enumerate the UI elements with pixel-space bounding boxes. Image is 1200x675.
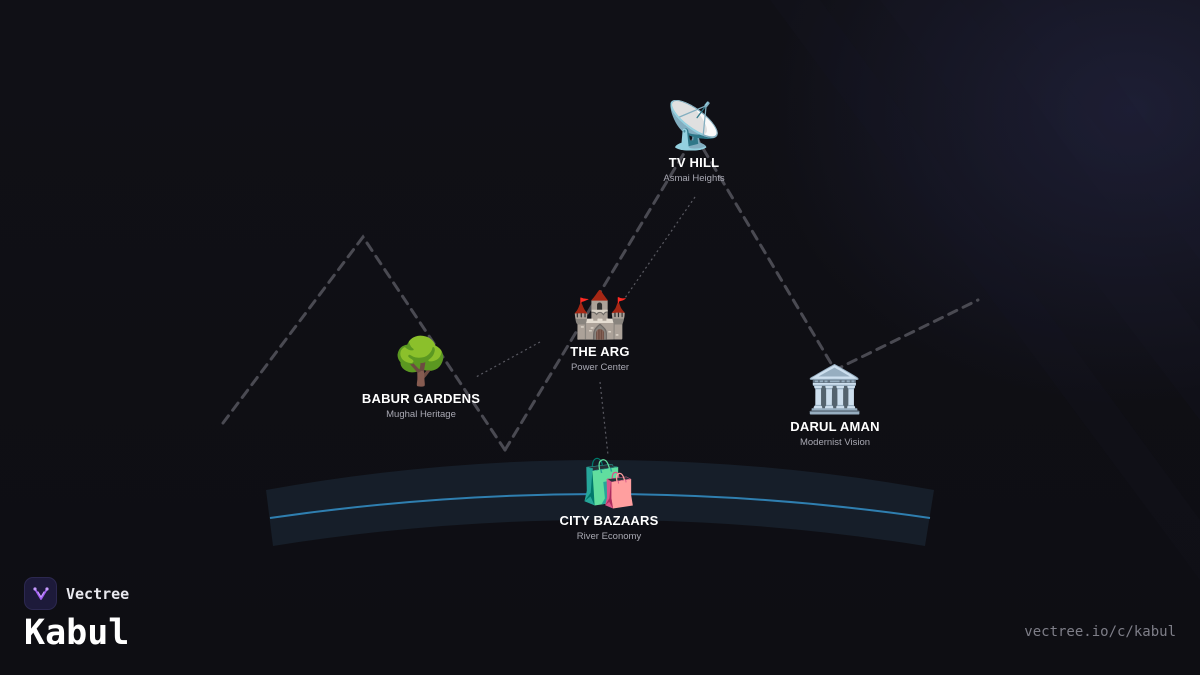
node-subtitle: Asmai Heights	[663, 173, 725, 184]
connector-the-arg-babur-gardens	[475, 341, 541, 378]
node-subtitle: Modernist Vision	[799, 437, 871, 448]
vectree-logo-icon[interactable]	[24, 577, 57, 610]
river-band	[266, 460, 934, 546]
satellite-dish-icon: 📡	[665, 98, 723, 152]
node-title: CITY BAZAARS	[559, 513, 659, 528]
node-title: DARUL AMAN	[790, 419, 880, 434]
connectors	[475, 196, 696, 456]
shopping-bags-icon: 🛍️	[580, 456, 638, 510]
connector-tv-hill-the-arg	[624, 196, 696, 299]
node-title: BABUR GARDENS	[361, 391, 481, 406]
node-babur-gardens[interactable]: 🌳 BABUR GARDENS Mughal Heritage	[321, 333, 521, 420]
node-the-arg[interactable]: 🏰 THE ARG Power Center	[500, 286, 700, 373]
connector-the-arg-city-bazaars	[599, 381, 609, 456]
page-title: Kabul	[24, 613, 130, 653]
node-subtitle: Power Center	[570, 362, 630, 373]
castle-icon: 🏰	[571, 287, 629, 341]
node-city-bazaars[interactable]: 🛍️ CITY BAZAARS River Economy	[509, 455, 709, 542]
node-tv-hill[interactable]: 📡 TV HILL Asmai Heights	[594, 97, 794, 184]
mountain-ridges	[221, 132, 980, 452]
classical-building-icon: 🏛️	[806, 362, 864, 416]
node-darul-aman[interactable]: 🏛️ DARUL AMAN Modernist Vision	[735, 361, 935, 448]
node-subtitle: River Economy	[576, 531, 642, 542]
brand-block: Vectree Kabul	[24, 577, 129, 652]
vectree-logo-mark	[32, 586, 49, 600]
brand-row: Vectree	[24, 577, 129, 610]
ridge-west	[221, 234, 507, 452]
page-url-link[interactable]: vectree.io/c/kabul	[1024, 624, 1176, 640]
river-line	[269, 493, 931, 519]
ridge-central	[503, 132, 980, 452]
background-rays	[770, 0, 1200, 580]
node-title: TV HILL	[668, 155, 720, 170]
tree-icon: 🌳	[392, 334, 450, 388]
node-title: THE ARG	[570, 344, 630, 359]
brand-name[interactable]: Vectree	[66, 584, 130, 603]
node-subtitle: Mughal Heritage	[386, 409, 456, 420]
